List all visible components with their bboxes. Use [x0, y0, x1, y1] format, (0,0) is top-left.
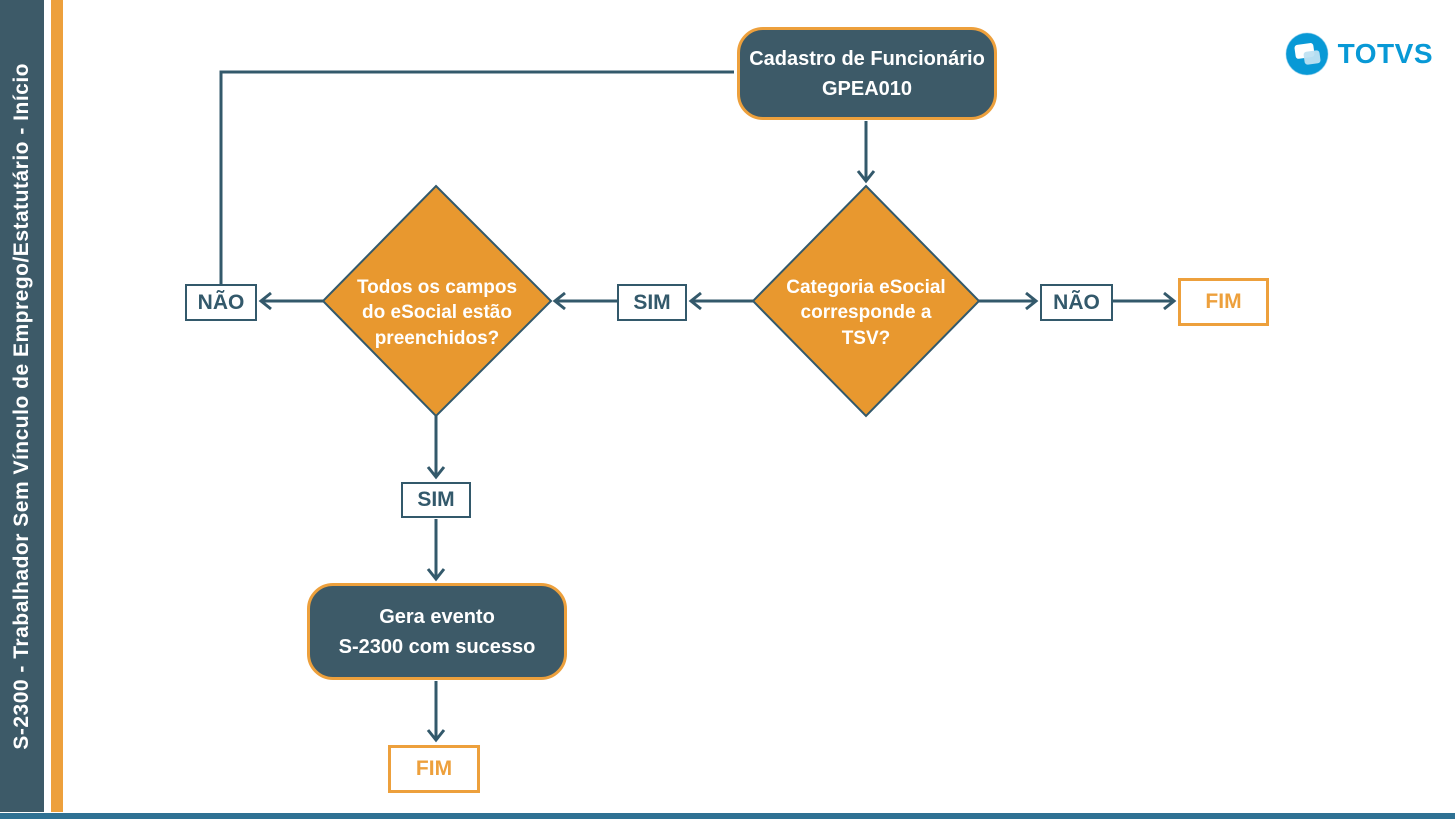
bottom-edge-bar — [0, 813, 1455, 819]
process-box-gera-evento: Gera evento S-2300 com sucesso — [307, 583, 567, 680]
connector-nao-loop-to-start — [219, 70, 734, 284]
label-nao-left: NÃO — [185, 284, 257, 321]
sidebar-accent-stripe — [51, 0, 63, 812]
end-box-fim-right: FIM — [1178, 278, 1269, 326]
decision-categoria-diamond — [751, 184, 981, 418]
totvs-logo-icon — [1285, 32, 1329, 76]
end-box-fim-bottom: FIM — [388, 745, 480, 793]
label-sim-down: SIM — [401, 482, 471, 518]
label-nao-right: NÃO — [1040, 284, 1113, 321]
start-box-cadastro-funcionario: Cadastro de Funcionário GPEA010 — [737, 27, 997, 120]
sidebar-title-bar: S-2300 - Trabalhador Sem Vínculo de Empr… — [0, 0, 44, 812]
label-sim-middle: SIM — [617, 284, 687, 321]
totvs-logo-text: TOTVS — [1337, 38, 1433, 69]
totvs-logo: TOTVS — [1285, 32, 1433, 76]
decision-campos-diamond — [321, 184, 553, 418]
